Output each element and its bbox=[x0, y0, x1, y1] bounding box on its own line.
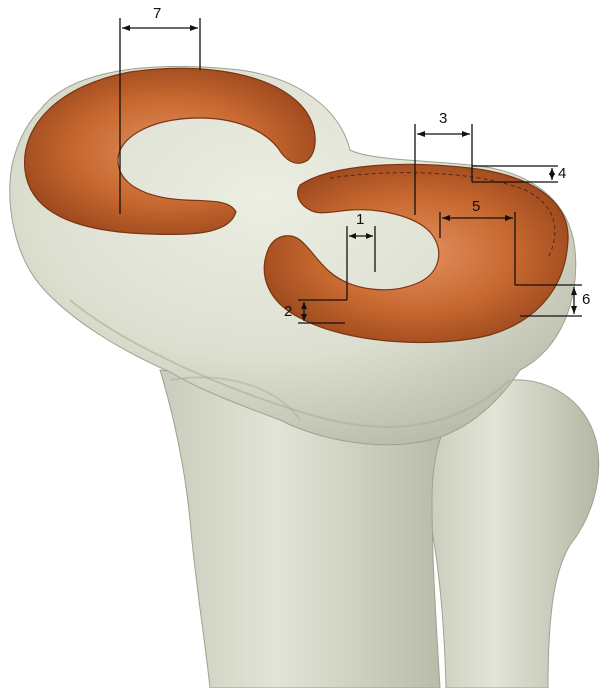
label-6: 6 bbox=[582, 292, 590, 307]
label-5: 5 bbox=[472, 199, 480, 214]
label-4: 4 bbox=[558, 166, 566, 181]
label-7: 7 bbox=[153, 6, 161, 21]
label-1: 1 bbox=[356, 212, 364, 227]
label-3: 3 bbox=[439, 111, 447, 126]
label-2: 2 bbox=[284, 304, 292, 319]
